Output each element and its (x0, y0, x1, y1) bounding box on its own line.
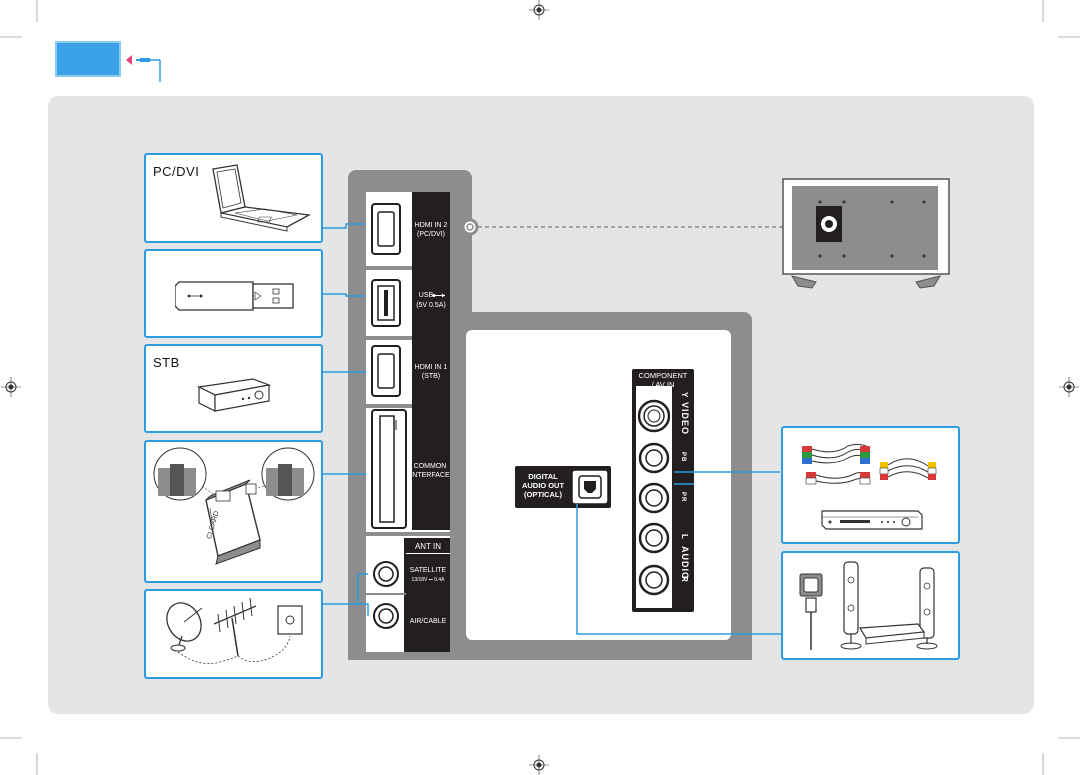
tv-location-line (461, 218, 826, 236)
ant-in-label: ANT IN (406, 542, 450, 554)
dvd-player-icon (821, 510, 923, 530)
common-interface-slot-icon[interactable] (371, 409, 407, 529)
wall-outlet-icon (277, 605, 303, 635)
audio-l-jack-icon[interactable] (638, 522, 670, 554)
side-ports-graphics (366, 203, 450, 629)
pb-mark: PB (680, 452, 686, 463)
l-mark: L (680, 534, 689, 540)
ci-card-illustration (153, 447, 315, 565)
digital-audio-out-label: DIGITAL AUDIO OUT (OPTICAL) (521, 472, 565, 499)
satellite-label: SATELLITE (409, 567, 447, 574)
tv-antenna-icon (213, 597, 257, 657)
audio-label: AUDIO (680, 546, 690, 580)
hdmi1-port-icon[interactable] (371, 345, 401, 397)
pb-jack-icon[interactable] (638, 442, 670, 474)
satellite-rating-label: 13/18V ⎓ 0.4A (411, 577, 445, 583)
hdmi2-label: HDMI IN 2 (PC/DVI) (414, 222, 448, 238)
audio-r-jack-icon[interactable] (638, 564, 670, 596)
antenna-labels-band (404, 538, 450, 652)
air-cable-connector-icon[interactable] (373, 603, 399, 629)
right-connection-lines (576, 471, 782, 635)
registration-mark-top-icon (529, 0, 549, 20)
legend-blue-box (55, 41, 121, 77)
pc-dvi-label: PC/DVI (153, 164, 200, 179)
usb-rating-label: (5V 0.5A) (416, 302, 446, 309)
laptop-icon (212, 164, 312, 232)
set-top-box-icon (197, 378, 272, 412)
speaker-left-icon (840, 561, 862, 650)
air-cable-label: AIR/CABLE (409, 618, 447, 625)
cable-plug-icon (136, 58, 161, 82)
pr-mark: PR (680, 492, 686, 503)
hdmi1-label: HDMI IN 1 (STB) (414, 364, 448, 380)
optical-cable-plug-icon (799, 573, 823, 650)
usb-port-icon[interactable] (371, 279, 401, 327)
av-cable-set-icon (879, 458, 937, 480)
soundbar-unit-icon (858, 623, 926, 645)
usb-label: USB (418, 292, 434, 299)
component-cables-icon (802, 443, 937, 485)
left-connection-lines (323, 223, 369, 616)
optical-port-icon[interactable] (571, 469, 609, 505)
usb-symbol-icon (432, 293, 445, 298)
satellite-dish-icon (166, 602, 203, 652)
registration-mark-right-icon (1059, 377, 1079, 397)
common-interface-label: COMMON INTERFACE (410, 463, 450, 479)
r-mark: R (680, 576, 689, 583)
component-header: COMPONENT / AV IN (638, 371, 688, 389)
pr-jack-icon[interactable] (638, 482, 670, 514)
satellite-connector-icon[interactable] (373, 561, 399, 587)
hdmi2-port-icon[interactable] (371, 203, 401, 255)
registration-mark-bottom-icon (529, 755, 549, 775)
speaker-right-icon (916, 567, 938, 650)
pink-arrow-icon (126, 55, 132, 65)
stb-label: STB (153, 355, 180, 370)
component-cable-set-icon (802, 443, 871, 485)
antenna-illustration (166, 597, 303, 665)
y-mark: Y (680, 392, 689, 399)
registration-mark-left-icon (1, 377, 21, 397)
side-port-labels-band (412, 192, 450, 530)
legend-connector (126, 55, 161, 82)
home-theater-icon (799, 561, 938, 650)
video-label: VIDEO (680, 402, 690, 436)
video-y-jack-icon[interactable] (637, 399, 671, 433)
tv-rear-illustration (782, 178, 950, 289)
component-jacks (637, 399, 671, 596)
usb-stick-icon (175, 281, 294, 311)
